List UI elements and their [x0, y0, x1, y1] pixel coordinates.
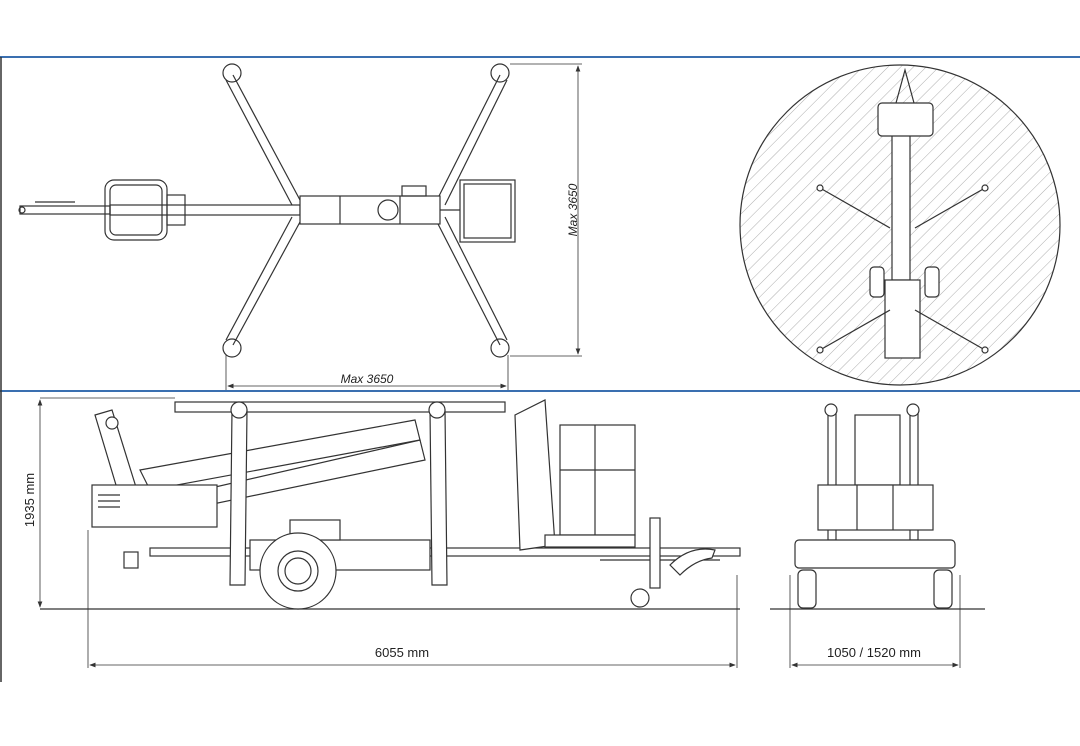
chassis-top — [299, 195, 441, 225]
middle-boom — [139, 419, 421, 491]
wheel-rotated — [869, 266, 885, 298]
top-width-dimension: Max 3650 — [566, 183, 580, 236]
tow-bar-rotated — [884, 279, 921, 359]
basket-rotated — [877, 102, 934, 137]
side-view: 1935 mm 6055 mm — [22, 397, 741, 668]
outrigger-rear-right — [436, 216, 510, 358]
rear-wheel-left — [797, 569, 817, 609]
tow-bar — [19, 205, 111, 215]
rear-view: 1050 / 1520 mm — [770, 403, 985, 668]
outrigger-front-left — [222, 63, 301, 206]
jib-arm — [514, 399, 556, 551]
wheel-rotated — [924, 266, 940, 298]
length-dimension: 6055 mm — [375, 645, 429, 660]
basket-side — [559, 424, 636, 536]
outrigger-front-right — [436, 63, 510, 206]
outrigger-foot — [490, 338, 510, 358]
boom-rotated — [891, 129, 911, 281]
outrigger-leg-rear — [229, 409, 248, 586]
outrigger-foot — [490, 63, 510, 83]
wheel — [259, 532, 337, 610]
rear-wheel-right — [933, 569, 953, 609]
platform-top — [104, 179, 168, 241]
basket-top — [459, 179, 516, 243]
counterweight-rear — [817, 484, 934, 531]
tow-hitch — [18, 206, 26, 214]
top-length-dimension: Max 3650 — [341, 372, 394, 386]
boom-rear — [854, 414, 901, 486]
counterweight — [91, 484, 218, 528]
rear-jack — [123, 551, 139, 569]
axle-rear — [794, 539, 956, 569]
outrigger-foot — [222, 63, 242, 83]
rotation-view — [739, 64, 1061, 386]
top-view: Max 3650 Max 3650 — [18, 63, 582, 390]
drawbar-coupling — [669, 548, 716, 576]
boom-top — [109, 204, 301, 216]
outrigger-leg-front — [429, 409, 448, 586]
outrigger-rear-left — [222, 216, 301, 358]
jockey-wheel — [630, 588, 650, 608]
height-dimension: 1935 mm — [22, 473, 37, 527]
upper-boom — [174, 401, 506, 413]
width-dimension: 1050 / 1520 mm — [827, 645, 921, 660]
outrigger-foot — [222, 338, 242, 358]
slew-ring — [377, 199, 399, 221]
